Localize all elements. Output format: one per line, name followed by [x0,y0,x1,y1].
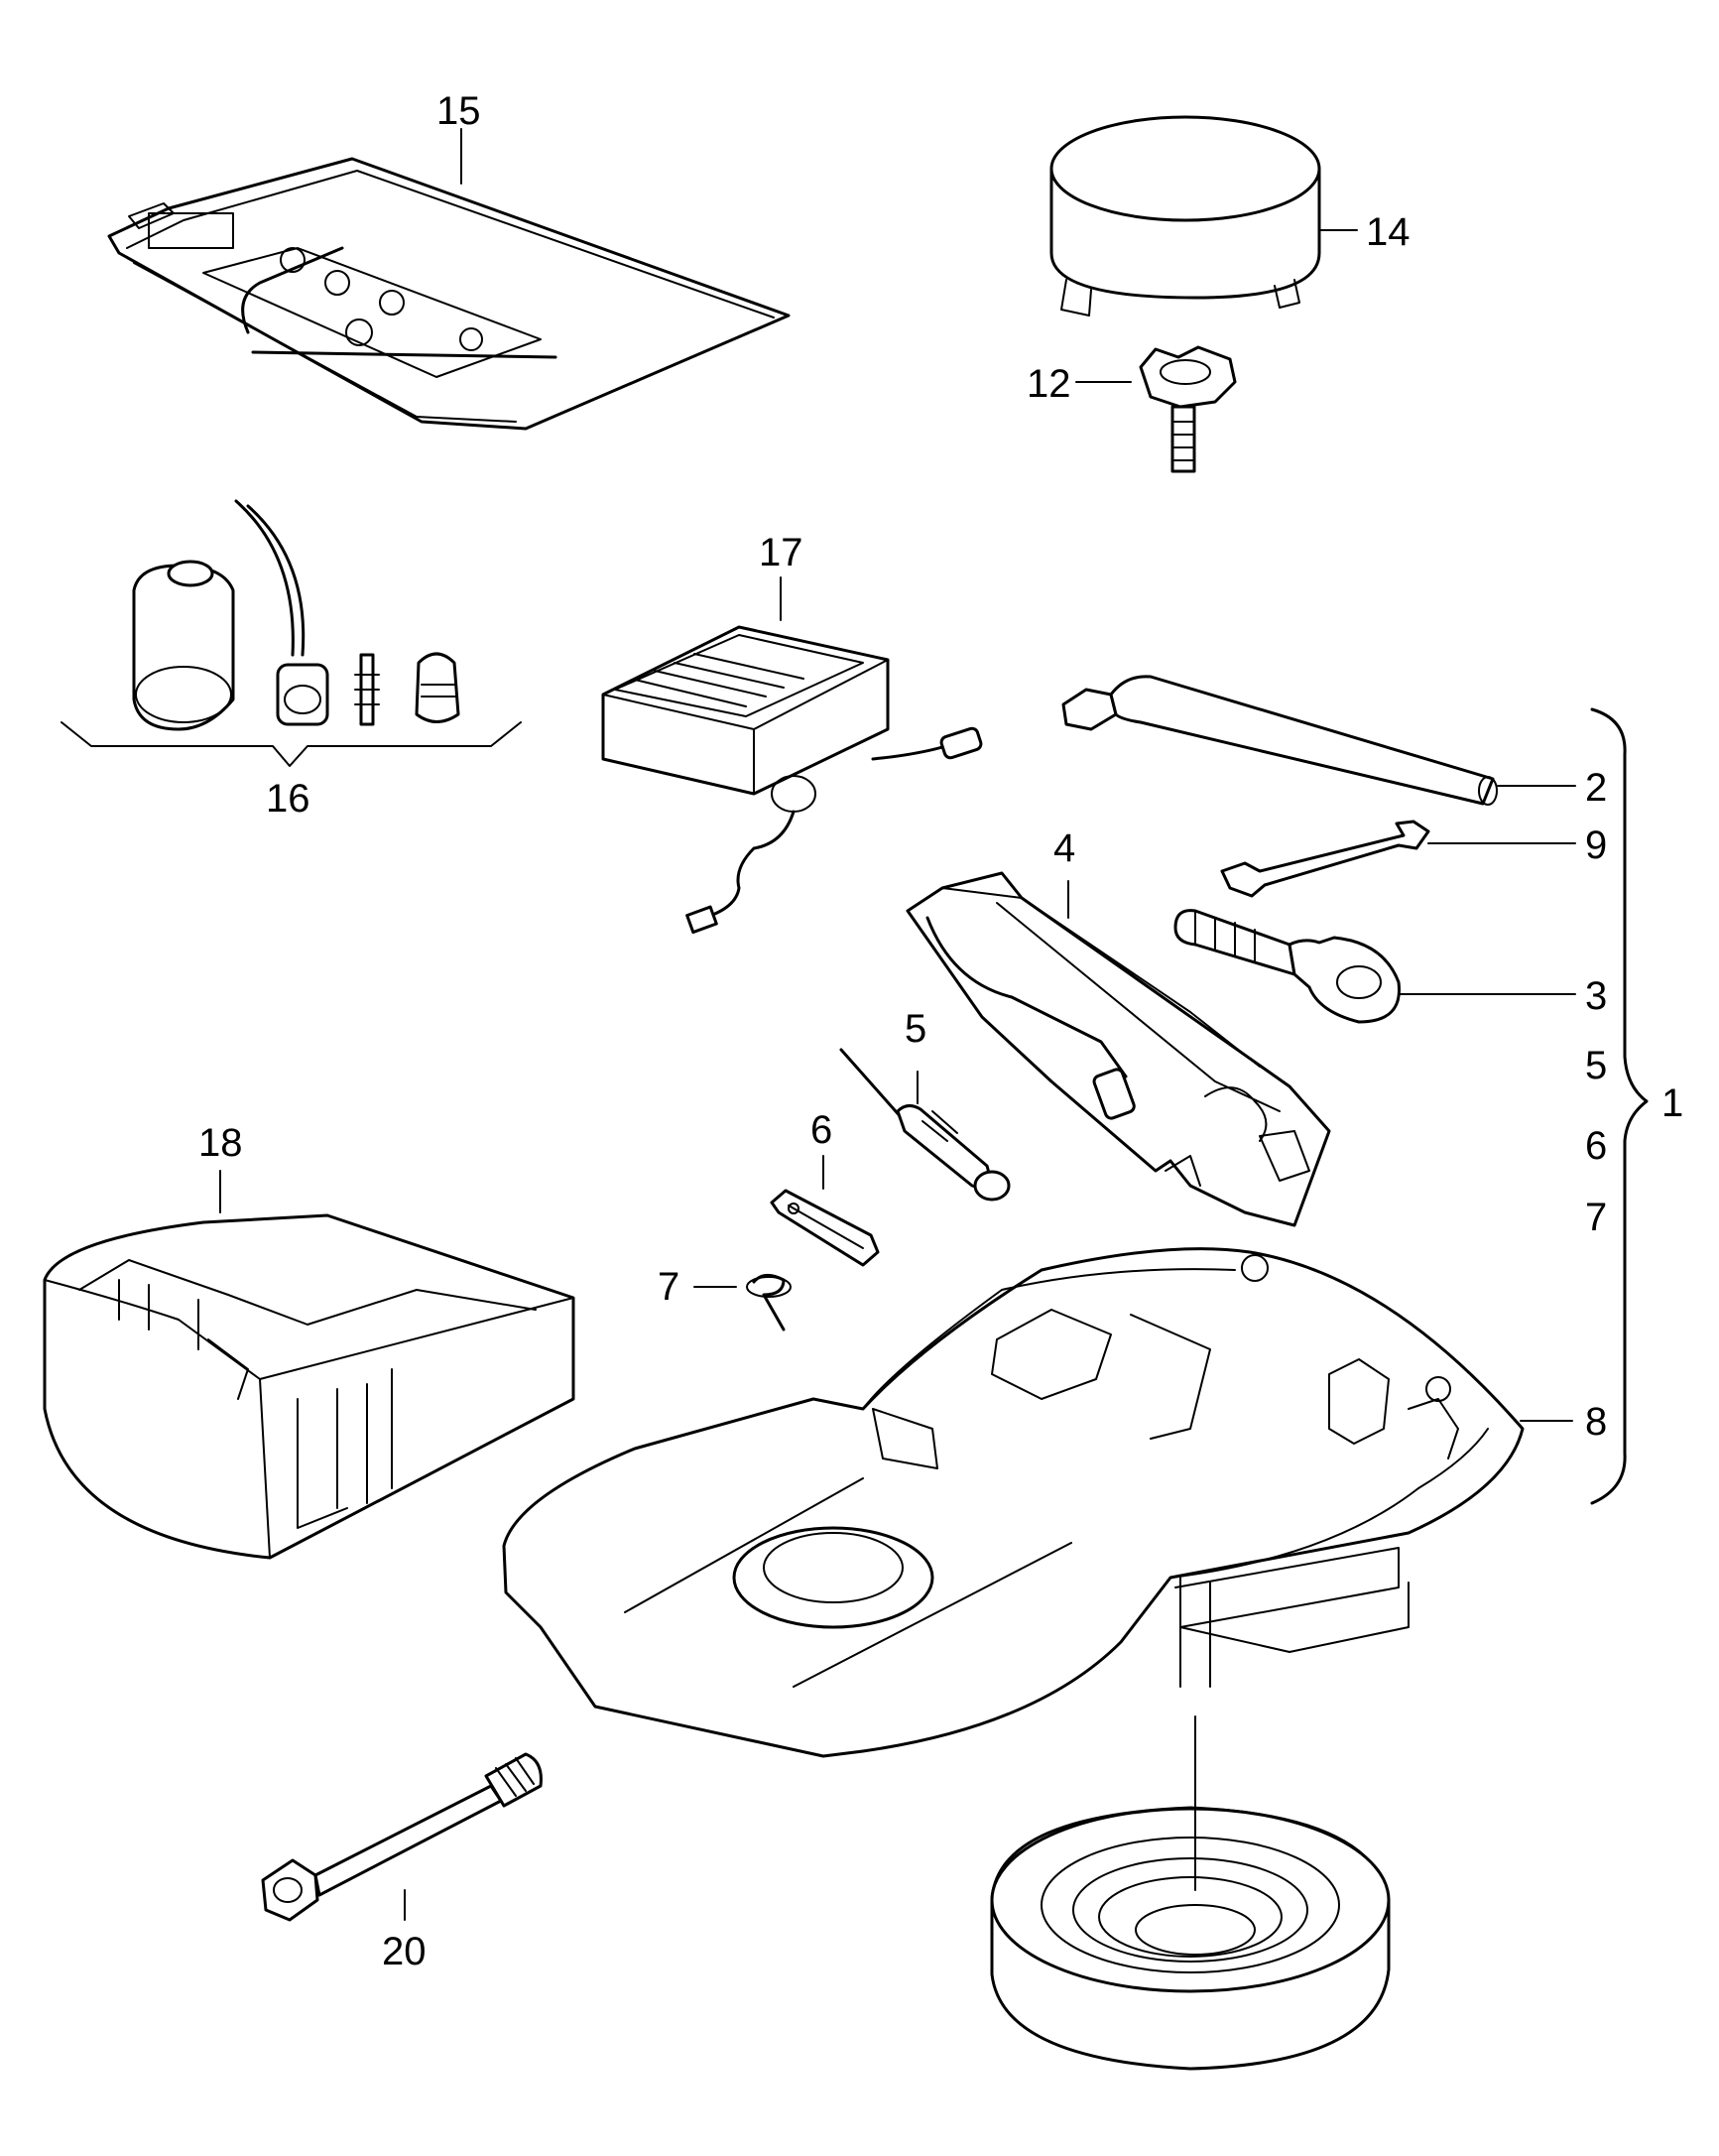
part-18-foam-insert[interactable] [43,1213,575,1560]
part-4-jack[interactable] [906,871,1331,1227]
callout-5-group: 5 [1585,1044,1607,1087]
callout-4: 4 [1053,826,1075,870]
spare-tyre[interactable] [990,1806,1391,2071]
callout-14: 14 [1366,210,1411,254]
callout-17: 17 [759,531,803,574]
callout-16: 16 [266,777,310,821]
bracket-1 [1590,707,1649,1505]
callout-8: 8 [1585,1400,1607,1444]
part-2-handle[interactable] [1061,675,1498,806]
callout-5: 5 [905,1007,926,1051]
callout-20: 20 [382,1930,427,1973]
part-12-knob[interactable] [1139,345,1237,473]
part-8-wheel-tray[interactable] [502,1247,1525,1758]
callout-15: 15 [436,89,481,133]
part-15-tool-bag[interactable] [107,157,791,431]
part-7-spring[interactable] [746,1274,792,1332]
callout-7-group: 7 [1585,1196,1607,1239]
callout-3: 3 [1585,974,1607,1018]
callout-6: 6 [810,1108,832,1152]
callout-1: 1 [1661,1081,1683,1125]
part-6-clip[interactable] [770,1189,880,1267]
bracket-16 [61,721,522,767]
callout-18: 18 [198,1121,243,1165]
callout-12: 12 [1027,362,1071,406]
part-9-wrench[interactable] [1220,820,1430,898]
part-5-screwdriver[interactable] [839,1048,1011,1202]
callout-7: 7 [658,1265,679,1309]
part-14-cap[interactable] [1049,115,1321,317]
callout-9: 9 [1585,824,1607,867]
part-17-compressor[interactable] [601,625,983,935]
part-20-valve-tool[interactable] [261,1752,543,1922]
part-3-towing-eye[interactable] [1173,909,1401,1024]
callout-6-group: 6 [1585,1124,1607,1168]
callout-2: 2 [1585,766,1607,810]
part-16-repair-kit[interactable] [132,499,460,731]
